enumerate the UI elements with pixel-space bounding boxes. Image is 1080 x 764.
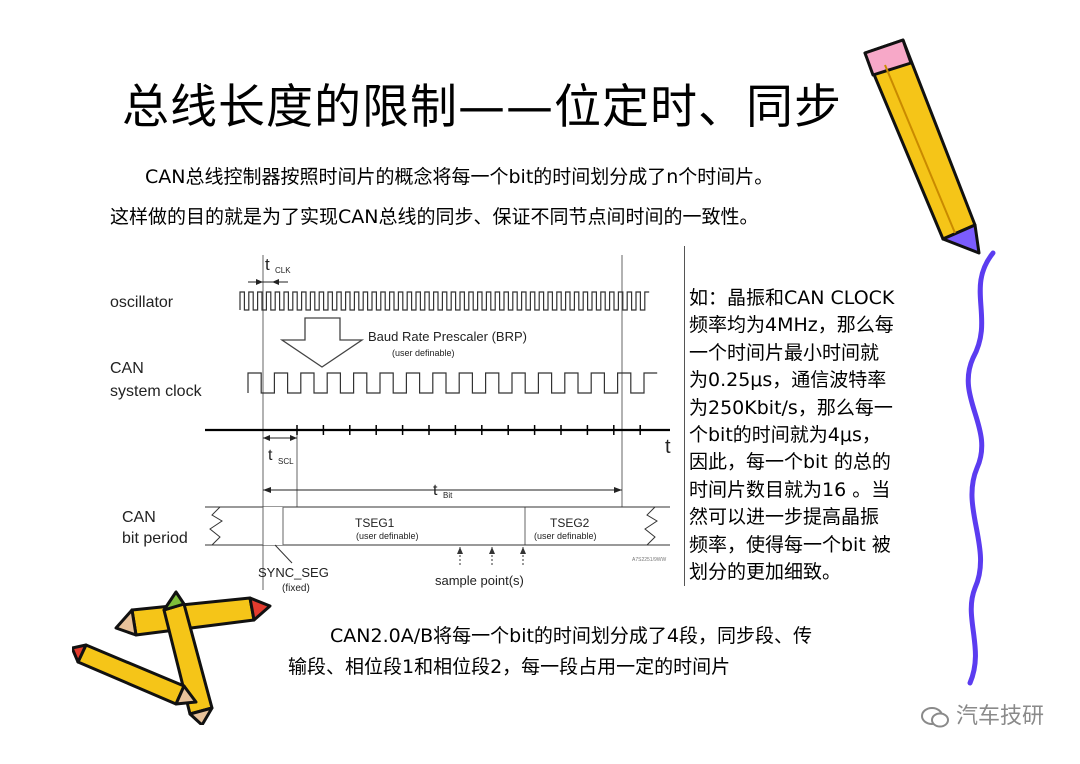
brp-arrow <box>279 317 365 368</box>
side-note-line: 频率，使得每一个bit 被 <box>689 533 891 556</box>
time-axis-ticks <box>296 425 641 435</box>
t-bit-sub: Bit <box>443 491 453 500</box>
side-note-line: 如：晶振和CAN CLOCK <box>689 287 895 309</box>
t-scl-label: t <box>268 447 273 464</box>
sync-seg-sub: (fixed) <box>282 583 310 594</box>
sample-points-label: sample point(s) <box>435 573 524 588</box>
divider-line <box>684 246 685 586</box>
t-clk-sub: CLK <box>275 266 291 275</box>
side-note-line: 为250Kbit/s，那么每一 <box>689 396 893 419</box>
tseg2-label: TSEG2 <box>550 516 590 530</box>
sync-seg-label: SYNC_SEG <box>258 565 329 580</box>
tseg1-sub: (user definable) <box>356 531 419 541</box>
side-note-line: 因此，每一个bit 的总的 <box>689 451 891 474</box>
intro-line-2: 这样做的目的就是为了实现CAN总线的同步、保证不同节点间时间的一致性。 <box>110 206 759 228</box>
fig-code: A7S2251/9WW <box>632 557 666 563</box>
bottom-line-2: 输段、相位段1和相位段2，每一段占用一定的时间片 <box>288 656 731 678</box>
pencils-clipart-bottom <box>72 590 272 725</box>
tseg1-label: TSEG1 <box>355 516 395 530</box>
system-clock-waveform <box>247 372 658 394</box>
side-note-line: 一个时间片最小时间就 <box>689 341 880 364</box>
side-note-line: 划分的更加细致。 <box>689 561 842 584</box>
oscillator-waveform <box>239 291 650 311</box>
time-axis-label: t <box>665 436 671 458</box>
watermark-text: 汽车技研 <box>955 704 1044 729</box>
squiggle-decoration <box>965 250 996 686</box>
side-note-line: 为0.25μs，通信波特率 <box>689 369 887 392</box>
side-note-line: 时间片数目就为16 。当 <box>689 478 891 501</box>
intro-line-1: CAN总线控制器按照时间片的概念将每一个bit的时间划分成了n个时间片。 <box>145 166 774 188</box>
watermark: 汽车技研 <box>920 698 1044 730</box>
tseg2-sub: (user definable) <box>534 531 597 541</box>
bottom-text: CAN2.0A/B将每一个bit的时间划分成了4段，同步段、传 输段、相位段1和… <box>288 621 930 683</box>
pencil-clipart-top <box>863 38 981 255</box>
can-clock-label-2: system clock <box>110 383 203 400</box>
page-title: 总线长度的限制——位定时、同步 <box>122 80 842 135</box>
t-clk-label: t <box>265 255 270 274</box>
bottom-line-1: CAN2.0A/B将每一个bit的时间划分成了4段，同步段、传 <box>330 625 813 647</box>
brp-label: Baud Rate Prescaler (BRP) <box>368 329 527 344</box>
bit-period-label-1: CAN <box>122 509 156 526</box>
side-note: 如：晶振和CAN CLOCK 频率均为4MHz，那么每 一个时间片最小时间就 为… <box>689 285 939 586</box>
side-note-line: 个bit的时间就为4μs， <box>689 424 881 447</box>
t-scl-sub: SCL <box>278 457 294 466</box>
oscillator-label: oscillator <box>110 294 174 311</box>
bit-period-label-2: bit period <box>122 530 188 547</box>
wechat-icon <box>920 707 949 728</box>
side-note-line: 频率均为4MHz，那么每 <box>689 314 894 337</box>
can-clock-label-1: CAN <box>110 360 144 377</box>
side-note-line: 然可以进一步提高晶振 <box>689 506 880 529</box>
bit-timing-diagram: t CLK oscillator Baud Rate Prescaler (BR… <box>110 255 671 594</box>
brp-sub: (user definable) <box>392 348 455 358</box>
